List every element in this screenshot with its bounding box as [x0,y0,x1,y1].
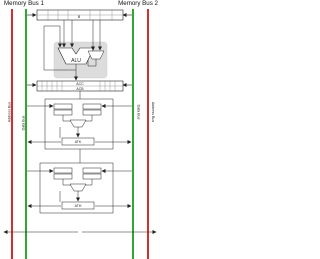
stage-1-wire-right [84,115,93,122]
right-address-bus-label: Address Bus [151,102,155,123]
result-register-ticks [37,81,123,91]
stage-1-mux [69,119,87,128]
result-register-row-1: ACC [76,82,84,86]
stage-1-left-registers [53,103,73,116]
stage-1-right-registers [82,103,102,116]
alu-label: ALU [71,58,81,64]
left-address-bus-label: Address Bus [8,102,12,123]
feedback-wire [43,25,77,71]
alu-body [57,47,95,65]
memory-bus-2-title: Memory Bus 2 [118,0,158,7]
stage-1-output-register [61,137,95,146]
stage-2-output-label: ATH [75,204,82,208]
stage-2-left-registers [53,167,73,180]
stage-2-frame [39,162,114,214]
stage-2-wire-right [84,179,93,186]
stage-2-mux [69,183,87,192]
stage-1-frame [44,98,114,150]
stage-2-right-registers [82,167,102,180]
result-register-row-2: ACB [76,87,84,91]
alu-input-mux [87,50,105,60]
left-data-bus-label: Data Bus [22,115,26,130]
top-register-ticks [37,10,123,20]
mux-to-alu-wire [87,59,97,67]
memory-bus-1-title: Memory Bus 1 [4,0,44,7]
stage-2-output-register [61,201,95,210]
cpu-datapath-diagram: Address Bus Data Bus Data Bus Address Bu… [3,9,157,259]
right-data-bus-label: Data Bus [137,105,141,120]
stage-1-wire-left [62,115,72,122]
stage-1-output-label: ATK [75,140,82,144]
stage-2-wire-left [62,179,72,186]
top-register-cell-1: B [78,15,81,19]
